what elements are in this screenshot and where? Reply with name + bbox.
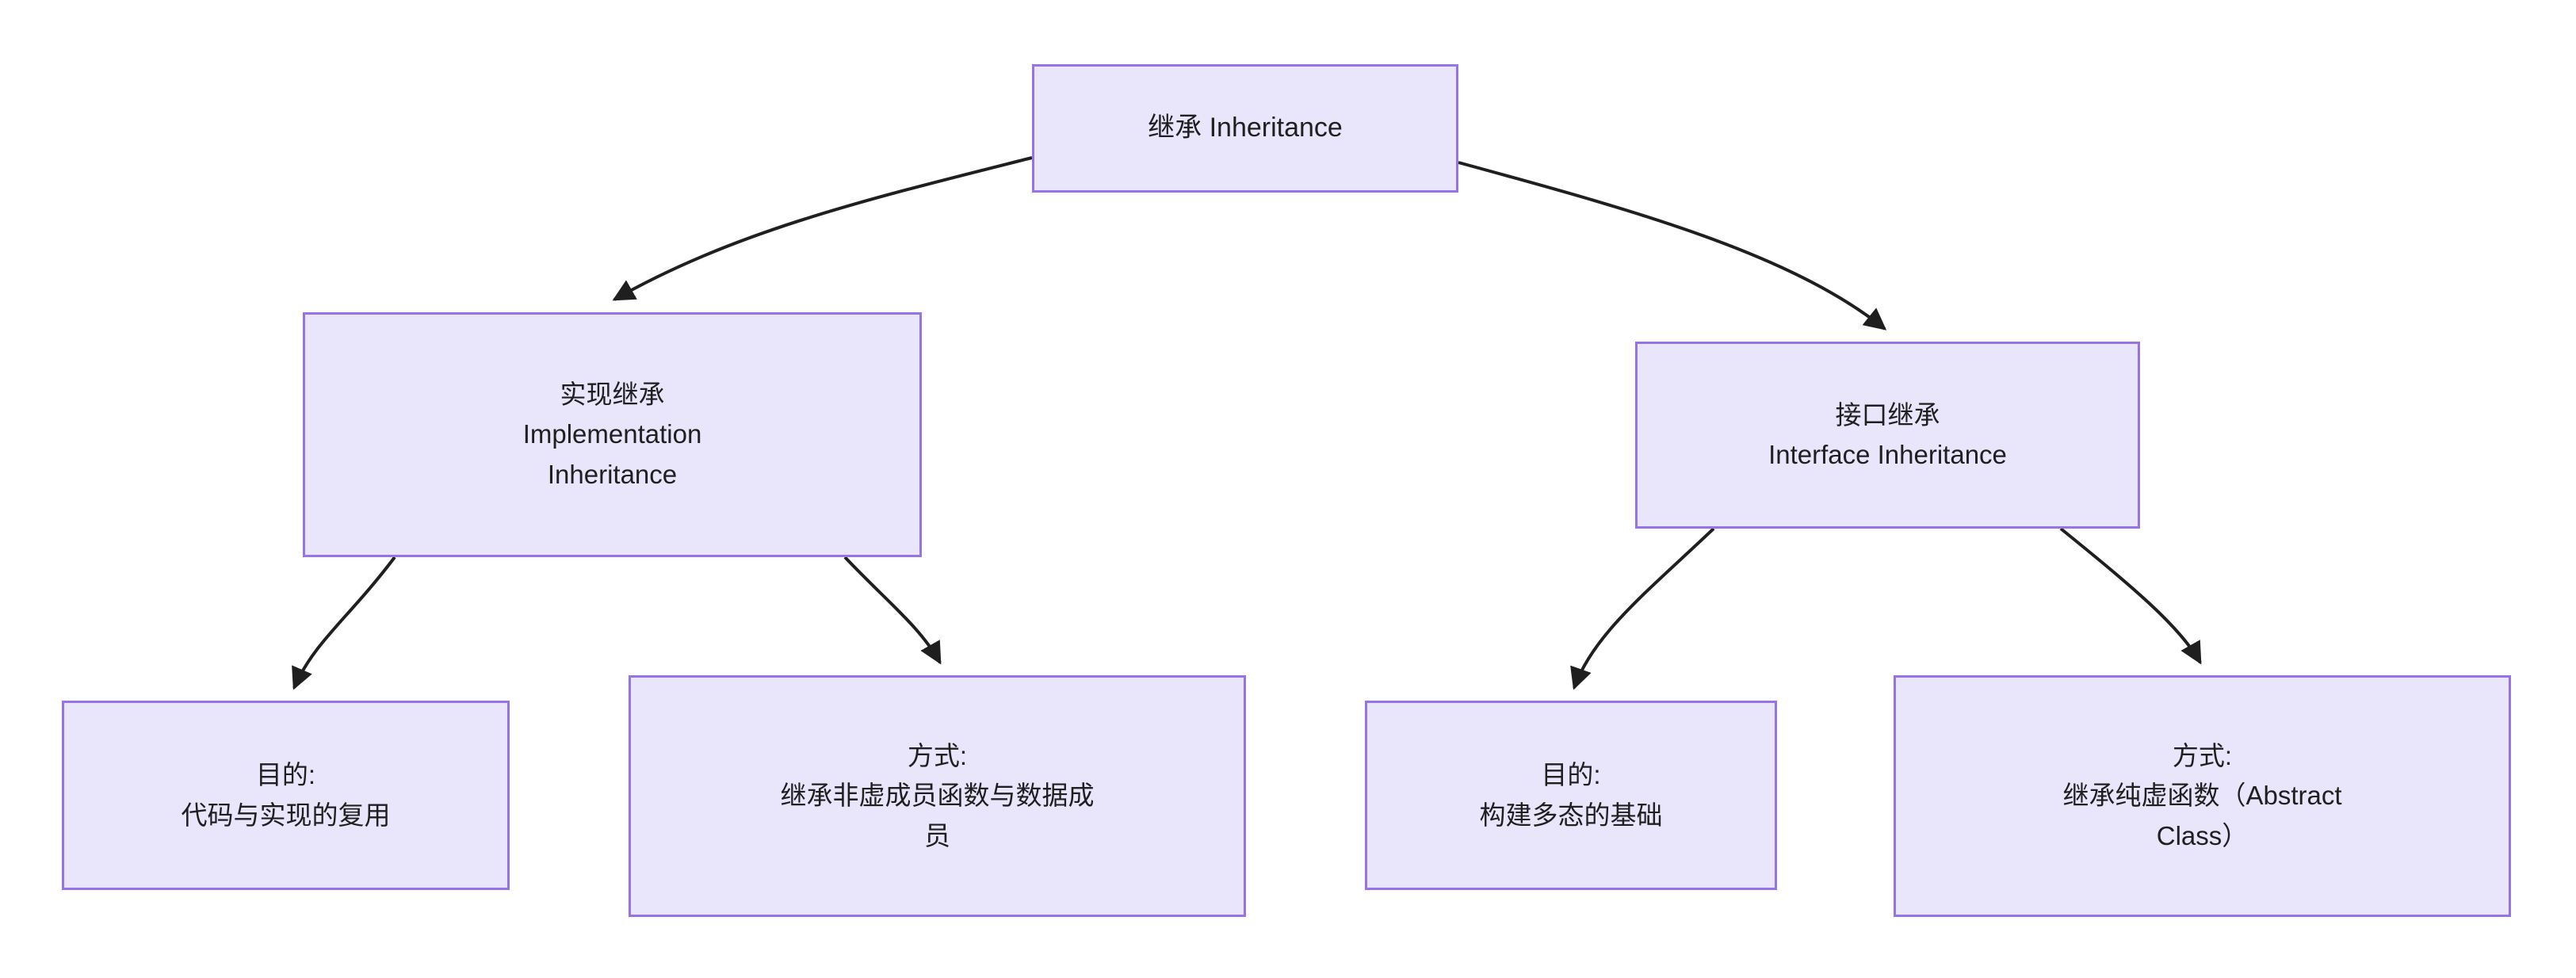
- node-label: 目的: 代码与实现的复用: [64, 755, 507, 835]
- node-label: 方式: 继承纯虚函数（Abstract Class）: [1896, 736, 2509, 855]
- node-label-line: 继承 Inheritance: [1148, 113, 1343, 143]
- node-label: 继承 Inheritance: [1034, 108, 1456, 149]
- node-label: 方式: 继承非虚成员函数与数据成 员: [631, 736, 1244, 855]
- node-label-line: 代码与实现的复用: [181, 800, 391, 830]
- node-label-line: 接口继承: [1835, 399, 1940, 430]
- node-inheritance-root[interactable]: 继承 Inheritance: [1032, 64, 1458, 193]
- edge-root-to-implementation: [612, 156, 1033, 301]
- node-implementation-inheritance[interactable]: 实现继承 Implementation Inheritance: [303, 312, 922, 557]
- edge-interface-to-purpose: [1570, 527, 1715, 690]
- node-label-line: 方式:: [907, 741, 968, 771]
- node-interface-purpose[interactable]: 目的: 构建多态的基础: [1365, 701, 1777, 890]
- node-label-line: 目的:: [1541, 760, 1601, 790]
- node-label: 实现继承 Implementation Inheritance: [305, 375, 919, 494]
- node-label-line: 构建多态的基础: [1479, 800, 1663, 830]
- node-label-line: 继承纯虚函数（Abstract: [2062, 781, 2342, 811]
- node-label-line: Class）: [2156, 820, 2249, 850]
- edge-implementation-to-way: [843, 556, 942, 665]
- edge-implementation-to-purpose: [292, 556, 396, 690]
- node-label-line: Inheritance: [547, 459, 678, 489]
- node-implementation-way[interactable]: 方式: 继承非虚成员函数与数据成 员: [629, 675, 1246, 917]
- node-implementation-purpose[interactable]: 目的: 代码与实现的复用: [62, 701, 510, 890]
- edge-interface-to-way: [2059, 527, 2202, 665]
- node-interface-way[interactable]: 方式: 继承纯虚函数（Abstract Class）: [1894, 675, 2511, 917]
- node-interface-inheritance[interactable]: 接口继承 Interface Inheritance: [1635, 342, 2140, 529]
- node-label-line: 员: [924, 820, 950, 850]
- node-label-line: 目的:: [255, 760, 316, 790]
- node-label-line: 继承非虚成员函数与数据成: [780, 781, 1095, 811]
- node-label-line: Implementation: [522, 419, 702, 449]
- edge-root-to-interface: [1458, 161, 1887, 330]
- node-label-line: 方式:: [2172, 741, 2233, 771]
- node-label-line: 实现继承: [560, 380, 665, 410]
- node-label: 接口继承 Interface Inheritance: [1638, 395, 2138, 475]
- node-label-line: Interface Inheritance: [1768, 440, 2007, 469]
- node-label: 目的: 构建多态的基础: [1367, 755, 1775, 835]
